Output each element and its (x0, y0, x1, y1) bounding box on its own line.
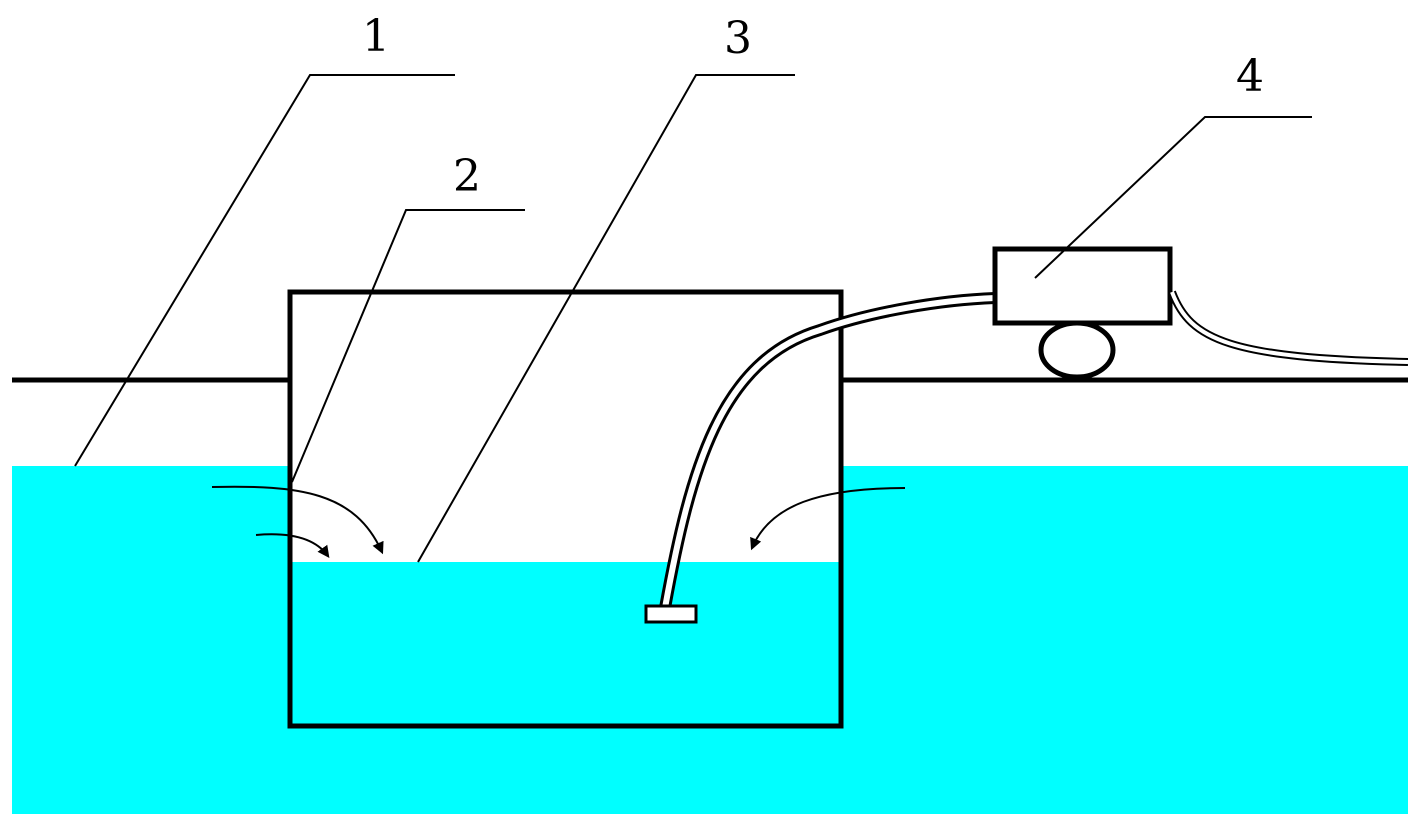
pump-wheel (1038, 320, 1116, 380)
callout-label-4: 4 (1236, 51, 1264, 102)
leader-line-4 (1034, 116, 1312, 279)
pump-body (992, 246, 1173, 326)
callout-label-2: 2 (453, 151, 481, 202)
seepage-arrow-left-lower (255, 533, 330, 558)
hose-strainer (644, 604, 698, 624)
pit-outline (287, 289, 844, 729)
seepage-arrow-right (750, 487, 906, 551)
seepage-arrow-left-upper (211, 485, 384, 555)
callout-label-3: 3 (724, 13, 752, 64)
discharge-hose-outer (1168, 290, 1408, 366)
leader-line-2 (291, 209, 525, 483)
leader-line-3 (417, 74, 795, 563)
callout-label-1: 1 (362, 11, 390, 62)
leader-line-1 (74, 74, 455, 467)
suction-hose-inner (662, 295, 996, 609)
discharge-hose-inner (1170, 291, 1408, 364)
pit-water (290, 562, 841, 726)
